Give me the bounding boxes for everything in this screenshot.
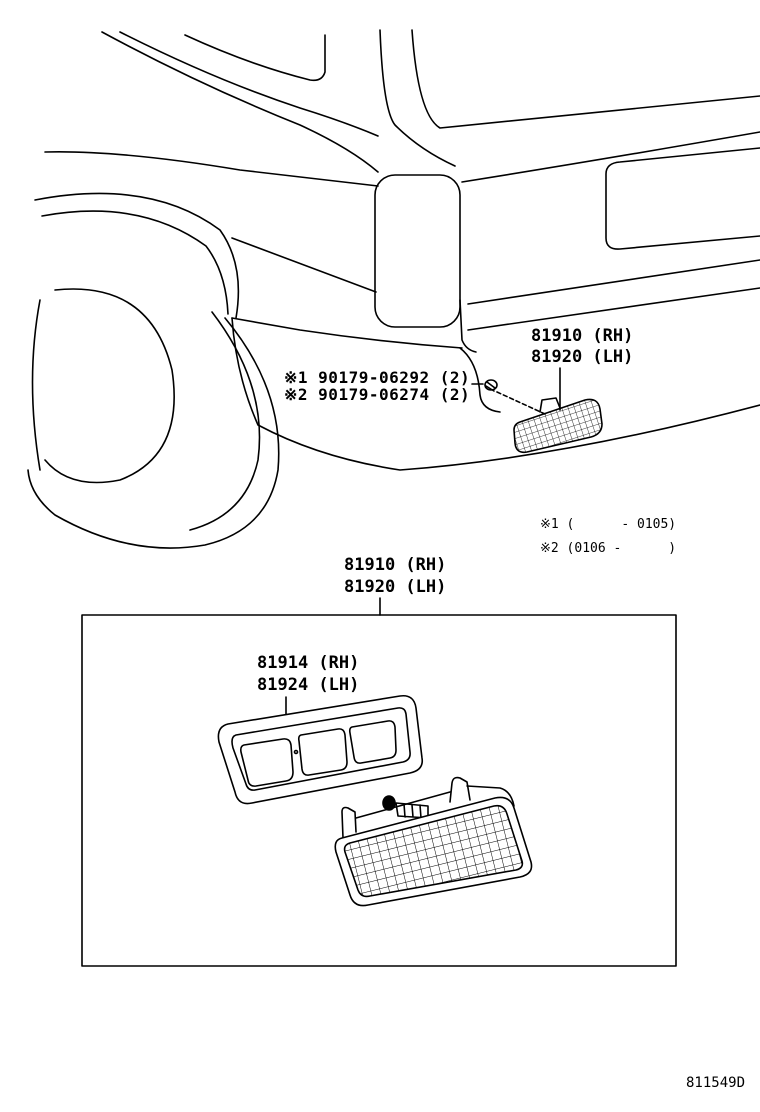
bezel-pin	[293, 749, 299, 755]
roof-inner-line	[119, 31, 379, 137]
marker-lamp-assembly	[334, 776, 533, 907]
bumper-top-right	[467, 259, 760, 305]
callout-lens-lh: 81924 (LH)	[257, 675, 360, 695]
bumper-end-and-bottom	[231, 317, 760, 471]
lamp-lens-bezel	[217, 694, 424, 805]
bezel-inner	[231, 707, 411, 791]
hatch-line	[461, 131, 760, 183]
callout-marker-lamp-lh: 81920 (LH)	[531, 347, 634, 367]
rear-tire	[27, 288, 280, 549]
callout-marker-lamp-rh: 81910 (RH)	[531, 326, 634, 346]
wheel-arch-outer	[34, 192, 240, 319]
tire-outer	[27, 317, 280, 549]
wheel-arch-inner	[41, 210, 229, 315]
bumper-face-line	[467, 287, 760, 331]
housing-left-tab	[341, 806, 357, 839]
callout-lens-rh: 81914 (RH)	[257, 653, 360, 673]
wheel-rim	[44, 288, 175, 484]
bumper-top-left	[231, 317, 463, 349]
marker-lamp-installed	[484, 379, 603, 454]
marker-lamp-lens-installed	[513, 398, 603, 454]
bezel-window-1	[240, 738, 294, 787]
lamp-lens-grid	[343, 804, 524, 898]
leader-lines	[285, 367, 561, 715]
roof-line	[101, 31, 379, 173]
license-plate-recess	[605, 147, 760, 250]
bezel-outer	[217, 694, 424, 805]
callout-screw-2: ※2 90179-06274 (2)	[284, 385, 471, 404]
tire-sidewall-left	[31, 299, 41, 471]
tail-light	[374, 174, 477, 353]
tire-tread	[189, 311, 261, 531]
bulb-socket-tip	[382, 795, 396, 811]
footnote-2: ※2 (0106 - )	[540, 541, 677, 556]
vehicle-body	[34, 29, 760, 319]
c-pillar	[379, 29, 456, 167]
marker-lamp-housing-back	[539, 397, 561, 413]
tail-light-housing	[374, 174, 461, 328]
tail-light-lower-edge	[459, 299, 477, 353]
screw-thread	[485, 381, 496, 392]
bumper-marker-recess	[459, 347, 501, 413]
callout-assembly-rh: 81910 (RH)	[344, 555, 447, 575]
callout-assembly-lh: 81920 (LH)	[344, 577, 447, 597]
illustration-id: 811549D	[686, 1075, 746, 1091]
quarter-window	[184, 34, 326, 82]
bezel-window-2	[297, 728, 348, 776]
rear-bumper	[231, 259, 760, 471]
assembly-box	[81, 614, 677, 967]
bezel-window-3	[348, 720, 397, 764]
screw-install-line	[496, 391, 546, 415]
housing-right-tab	[449, 776, 471, 803]
fender-crease	[44, 151, 379, 187]
callout-screw-1: ※1 90179-06292 (2)	[284, 368, 471, 387]
housing-top-edge	[355, 785, 515, 819]
footnote-1: ※1 ( - 0105)	[540, 517, 677, 532]
fender-lower-line	[231, 237, 377, 293]
rear-window	[411, 29, 760, 129]
